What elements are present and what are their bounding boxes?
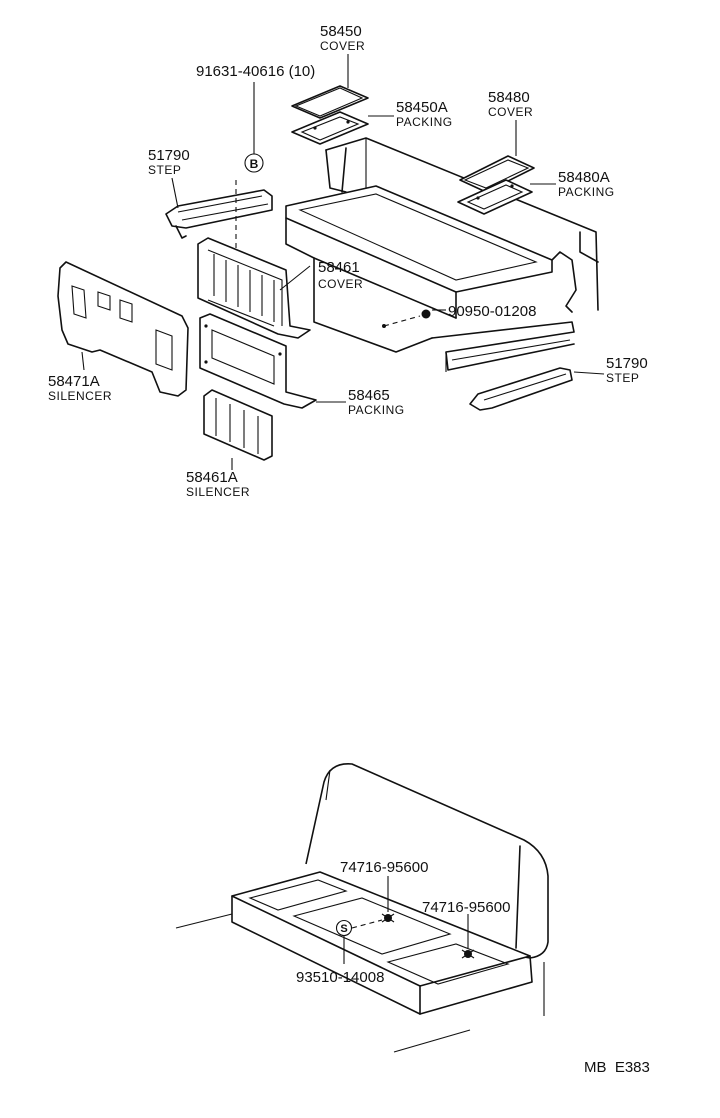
cover-58480 bbox=[459, 155, 535, 193]
callout-51790-right-number: 51790 bbox=[606, 355, 648, 372]
callout-58471a-name: SILENCER bbox=[48, 389, 112, 403]
callout-58465-number: 58465 bbox=[348, 387, 390, 404]
packing-58450a bbox=[291, 111, 369, 145]
marker-b: B bbox=[244, 153, 264, 173]
callout-58480: 58480 COVER bbox=[488, 89, 533, 119]
callout-90950-number: 90950-01208 bbox=[448, 303, 536, 320]
callout-58450a-name: PACKING bbox=[396, 115, 453, 129]
cover-58450 bbox=[291, 85, 369, 119]
callout-58461: 58461 COVER bbox=[318, 259, 363, 291]
callout-51790-left-number: 51790 bbox=[148, 147, 190, 164]
callout-58480a-name: PACKING bbox=[558, 185, 615, 199]
clip-90950 bbox=[421, 309, 431, 319]
callout-51790-left-name: STEP bbox=[148, 163, 181, 177]
seat-assembly bbox=[175, 763, 549, 1053]
cover-58461 bbox=[197, 237, 311, 339]
fastener-74716-a bbox=[381, 913, 395, 923]
callout-91631-number: 91631-40616 (10) bbox=[196, 63, 315, 80]
packing-58480a bbox=[457, 179, 533, 215]
callout-51790-right-name: STEP bbox=[606, 371, 639, 385]
callout-93510-number: 93510-14008 bbox=[296, 969, 384, 986]
marker-s: S bbox=[335, 919, 353, 937]
callout-58461a-name: SILENCER bbox=[186, 485, 250, 499]
callout-74716-b-number: 74716-95600 bbox=[422, 899, 510, 916]
packing-58465 bbox=[199, 313, 317, 409]
callout-93510: 93510-14008 bbox=[296, 969, 384, 986]
callout-74716-a: 74716-95600 bbox=[340, 859, 428, 876]
callout-58465-name: PACKING bbox=[348, 403, 405, 417]
callout-58450a: 58450A PACKING bbox=[396, 99, 453, 129]
callout-58461-name: COVER bbox=[318, 277, 363, 291]
callout-51790-left: 51790 STEP bbox=[148, 147, 190, 177]
callout-74716-b: 74716-95600 bbox=[422, 899, 510, 916]
console-body bbox=[285, 137, 599, 372]
callout-58461a: 58461A SILENCER bbox=[186, 469, 250, 499]
step-51790-left bbox=[165, 189, 273, 239]
callout-58450-name: COVER bbox=[320, 39, 365, 53]
callout-58480-name: COVER bbox=[488, 105, 533, 119]
marker-s-letter: S bbox=[340, 923, 347, 935]
callout-58465: 58465 PACKING bbox=[348, 387, 405, 417]
callout-58461a-number: 58461A bbox=[186, 469, 238, 486]
callout-58471a-number: 58471A bbox=[48, 373, 100, 390]
callout-58450-number: 58450 bbox=[320, 23, 362, 40]
silencer-58461a bbox=[203, 389, 273, 461]
callout-91631: 91631-40616 (10) bbox=[196, 63, 315, 80]
callout-58471a: 58471A SILENCER bbox=[48, 373, 112, 403]
step-51790-right bbox=[469, 367, 573, 411]
callout-58480a: 58480A PACKING bbox=[558, 169, 615, 199]
callout-74716-a-number: 74716-95600 bbox=[340, 859, 428, 876]
callout-51790-right: 51790 STEP bbox=[606, 355, 648, 385]
callout-58480-number: 58480 bbox=[488, 89, 530, 106]
callout-90950: 90950-01208 bbox=[448, 303, 536, 320]
callout-58480a-number: 58480A bbox=[558, 169, 610, 186]
figure-code: MB E383 bbox=[584, 1059, 650, 1076]
marker-b-letter: B bbox=[250, 157, 259, 171]
silencer-58471a bbox=[57, 261, 189, 397]
fastener-74716-b bbox=[461, 949, 475, 959]
callout-58450: 58450 COVER bbox=[320, 23, 365, 53]
callout-58450a-number: 58450A bbox=[396, 99, 448, 116]
callout-58461-number: 58461 bbox=[318, 259, 360, 276]
